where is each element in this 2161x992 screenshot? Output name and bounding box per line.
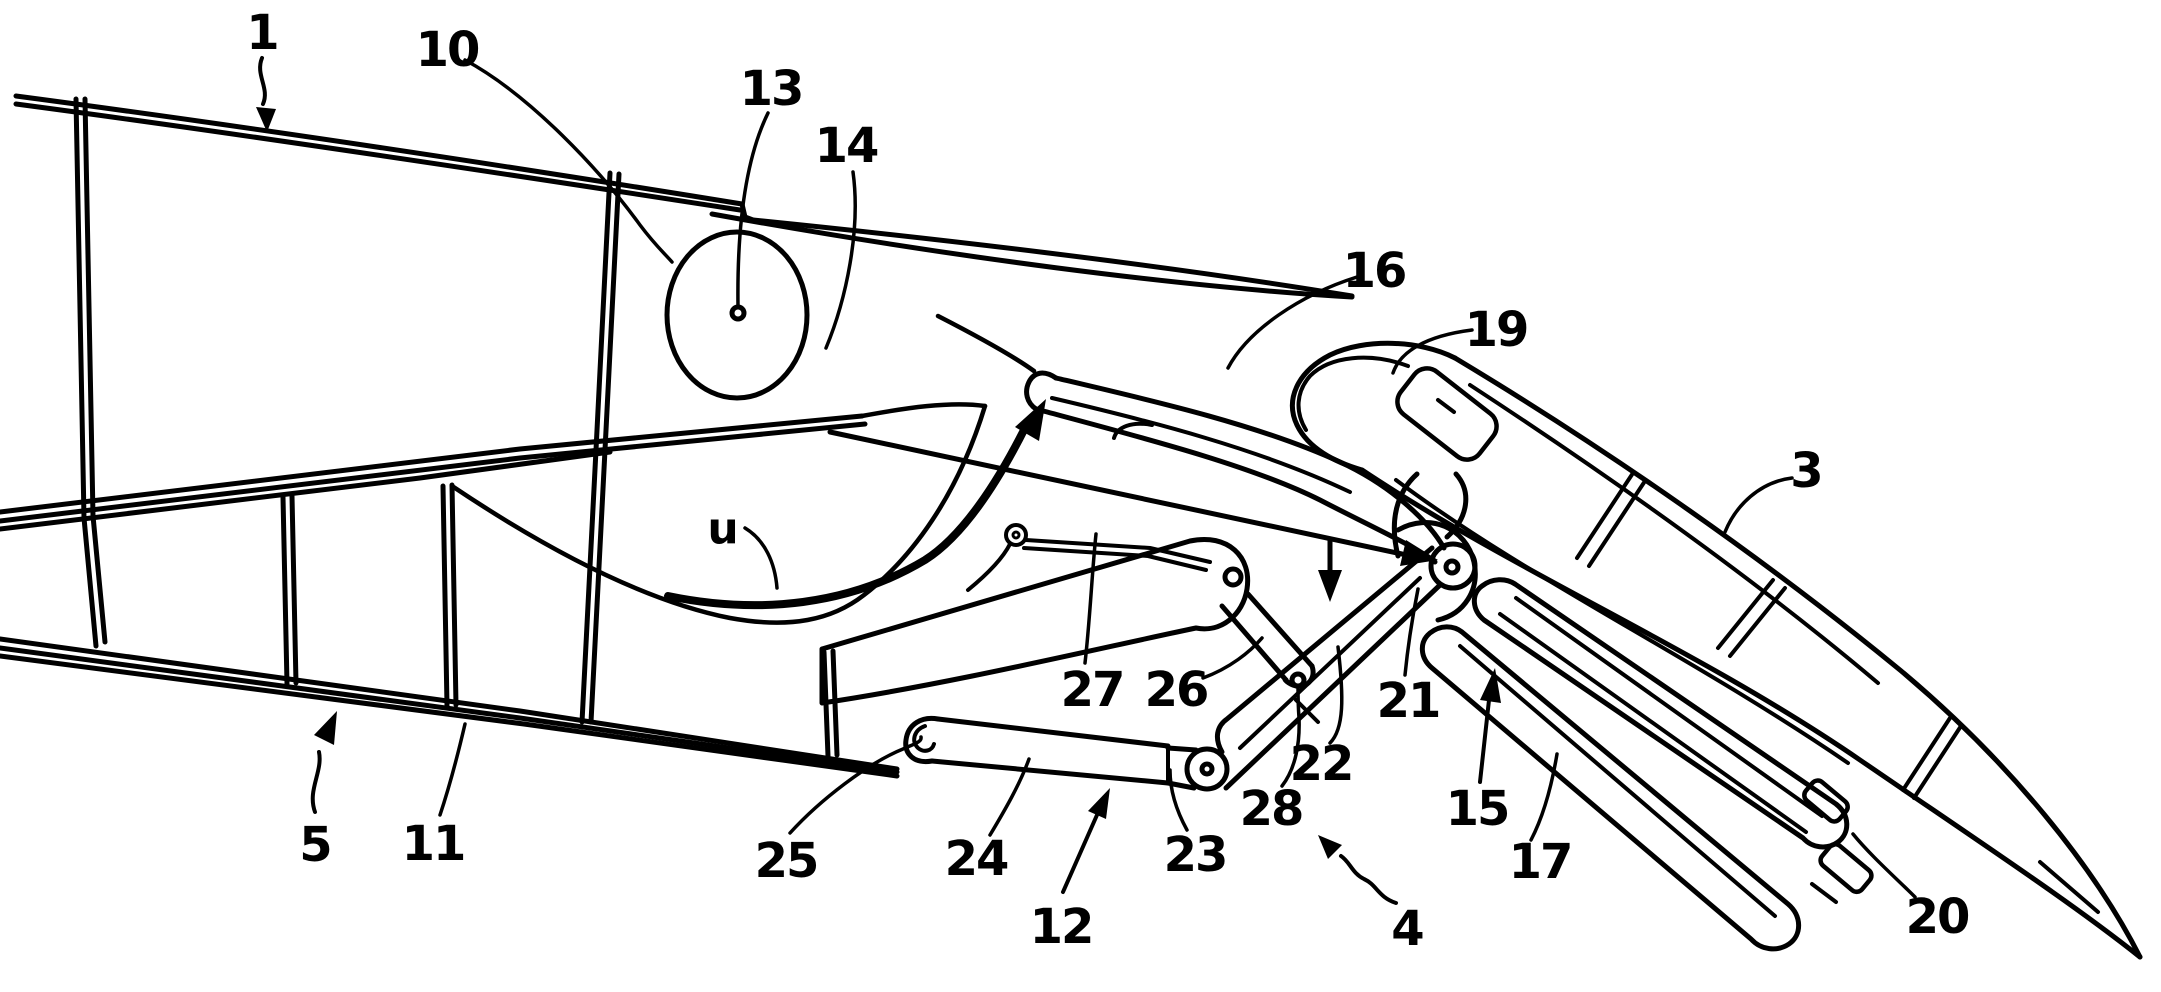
ref-label-22: 22 — [1289, 736, 1355, 792]
ref-label-28: 28 — [1239, 781, 1305, 837]
fitting-20b — [1818, 841, 1874, 895]
ref-label-27: 27 — [1060, 662, 1126, 718]
pivot-28 — [1289, 671, 1307, 689]
wing-box-structure — [0, 93, 1355, 779]
ref-label-23: 23 — [1163, 827, 1229, 883]
arrowhead-1 — [256, 107, 276, 132]
support-struts — [1419, 577, 1874, 952]
ref-label-26: 26 — [1144, 662, 1210, 718]
leader-24 — [988, 757, 1031, 837]
support-beam — [819, 537, 1251, 706]
leader-21 — [1403, 587, 1420, 677]
ref-label-11: 11 — [401, 816, 467, 872]
flap-lower-surface — [1359, 467, 2143, 960]
ref-label-5: 5 — [299, 817, 332, 873]
leader-28 — [1280, 685, 1301, 788]
flap-upper-surface — [1452, 355, 2143, 960]
flange-27 — [966, 542, 1012, 592]
rib — [440, 483, 450, 709]
nose-slot-19 — [1395, 366, 1499, 462]
leader-14 — [824, 170, 857, 350]
leader-10 — [463, 58, 674, 264]
leader-23 — [1168, 768, 1189, 832]
leader-19 — [1391, 328, 1474, 375]
rib — [280, 494, 290, 687]
ref-label-4: 4 — [1391, 901, 1424, 957]
arrowhead-down — [1318, 570, 1342, 602]
arrowhead-4 — [1318, 835, 1342, 859]
strut-17 — [1419, 624, 1802, 952]
upper-skin — [13, 93, 745, 207]
ref-label-15: 15 — [1445, 781, 1511, 837]
drop-link-mechanism — [819, 523, 1443, 792]
ref-label-21: 21 — [1376, 673, 1442, 729]
ref-label-20: 20 — [1905, 889, 1971, 945]
drive-housing-circle — [664, 229, 810, 401]
knuckle-hole — [1222, 566, 1244, 588]
rear-spar-cap — [0, 413, 865, 515]
flap-nose — [1290, 340, 1458, 473]
u-rotation-arc — [664, 422, 1030, 610]
arrowhead-u — [1015, 399, 1046, 441]
ref-label-10: 10 — [415, 22, 481, 78]
ref-label-1: 1 — [246, 5, 279, 61]
link-22 — [1214, 545, 1435, 755]
ref-label-25: 25 — [754, 833, 820, 889]
lower-skin — [0, 636, 900, 772]
swing-sector — [449, 313, 1037, 625]
sector-lower-edge — [449, 403, 988, 625]
hinge-pivot-21 — [1391, 471, 1478, 623]
leader-16 — [1226, 275, 1359, 370]
annotation-arrows — [256, 56, 1501, 905]
arrowhead-15 — [1480, 668, 1501, 703]
leader-26 — [1201, 636, 1264, 680]
ref-label-14: 14 — [814, 118, 880, 174]
leader-11 — [438, 722, 467, 817]
leader-20 — [1851, 832, 1917, 899]
pivot-25-curl — [912, 724, 936, 753]
ref-label-17: 17 — [1508, 834, 1574, 890]
arrowhead-12 — [1088, 788, 1110, 819]
rib-tall — [579, 170, 613, 725]
drive-arm-16 — [1024, 370, 1447, 565]
arrowhead-deploy — [1400, 540, 1438, 566]
leader-27 — [1083, 532, 1098, 665]
strut-15 — [1471, 577, 1850, 850]
ref-label-3: 3 — [1790, 443, 1823, 499]
shroud-upper — [750, 217, 1355, 299]
leader-22 — [1328, 645, 1344, 745]
ref-label-24: 24 — [944, 831, 1010, 887]
leader-25 — [788, 735, 923, 835]
hook-over-arm — [935, 313, 1037, 374]
ref-label-19: 19 — [1464, 302, 1530, 358]
shroud-lower — [709, 211, 1355, 300]
flap-body — [1290, 340, 2143, 960]
leader-17 — [1529, 752, 1559, 842]
leader-13 — [736, 111, 770, 308]
fitting-20a — [1802, 778, 1850, 824]
coupler-26 — [1245, 591, 1315, 669]
ref-label-13: 13 — [739, 61, 805, 117]
sector-upper-edge — [859, 402, 988, 419]
arrowhead-5 — [314, 711, 337, 745]
drive-axis-dot — [729, 304, 747, 322]
leader-lines — [438, 58, 1917, 899]
ref-label-12: 12 — [1029, 899, 1095, 955]
leader-3 — [1723, 476, 1794, 534]
link-24 — [935, 716, 1171, 749]
leader-u — [743, 526, 779, 590]
ref-label-16: 16 — [1342, 243, 1408, 299]
ref-label-u: u — [707, 503, 738, 555]
